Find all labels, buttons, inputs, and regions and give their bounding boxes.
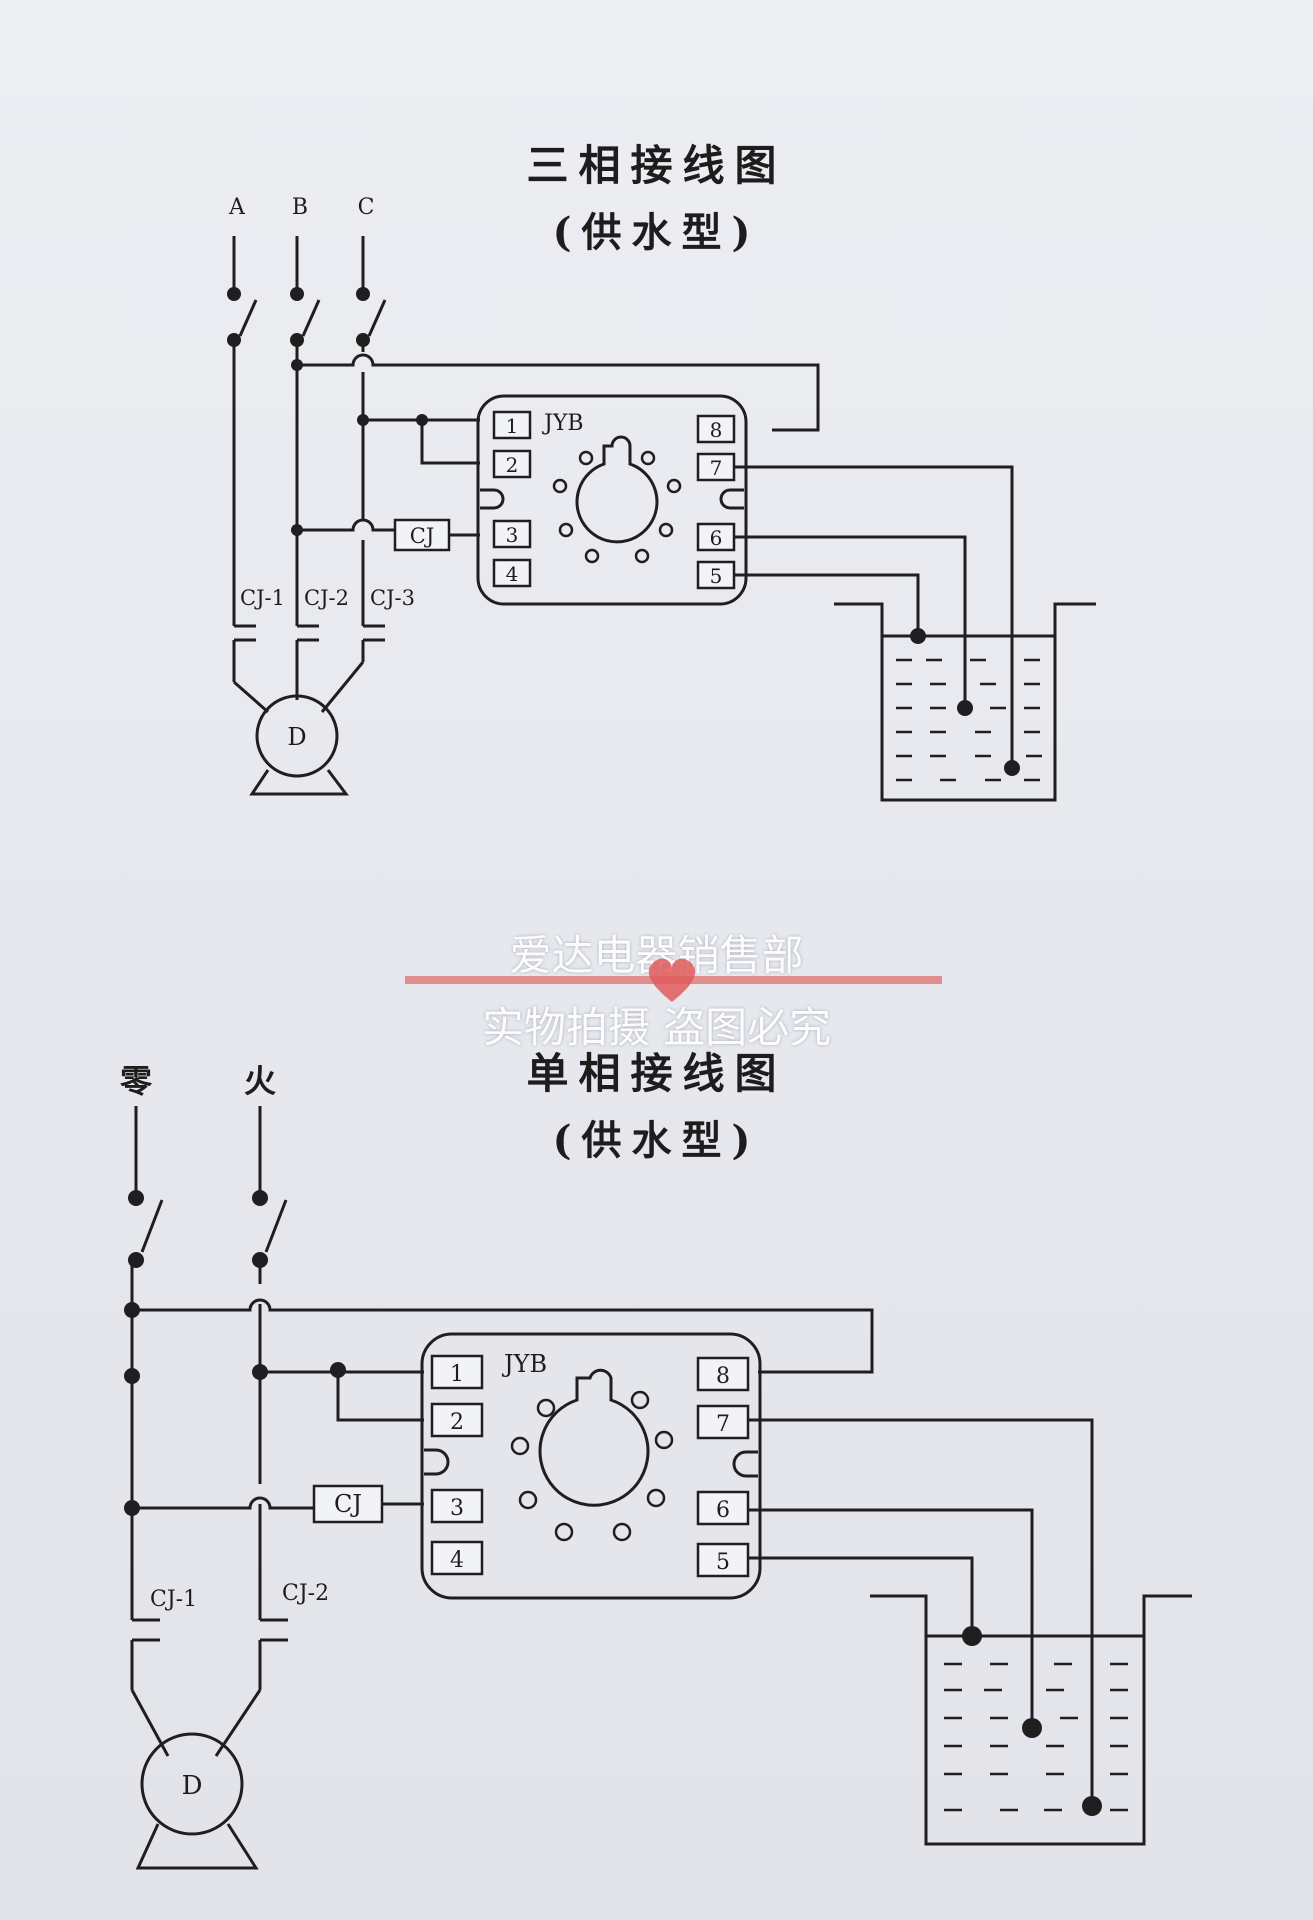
single-pin-1: 1 (450, 1362, 464, 1387)
single-probe-mid (1022, 1718, 1042, 1738)
single-phase-relay: JYB 1 2 3 4 8 7 6 5 (420, 1332, 762, 1600)
pin-5: 5 (710, 564, 723, 588)
contact-label-cj3: CJ-3 (370, 586, 415, 610)
three-phase-subtitle: (供水型) (552, 209, 761, 256)
probe-high (910, 628, 926, 644)
single-pin-3: 3 (450, 1496, 464, 1521)
single-phase-diagram: 零 火 (120, 1062, 1192, 1870)
three-phase-relay: JYB 1 2 3 4 8 7 6 5 (476, 394, 748, 606)
single-contact-label-cj2: CJ-2 (282, 1581, 329, 1606)
phase-label-c: C (358, 195, 375, 220)
neutral-label: 零 (120, 1062, 153, 1100)
single-phase-motor-label: D (182, 1771, 203, 1801)
probe-mid (957, 700, 973, 716)
three-phase-water-tank (834, 602, 1096, 802)
watermark-bar (405, 958, 942, 1002)
three-phase-relay-label: JYB (542, 411, 584, 436)
phase-label-a: A (228, 195, 246, 220)
probe-low (1004, 760, 1020, 776)
three-phase-motor-label: D (287, 723, 306, 751)
single-phase-motor: D (135, 1732, 259, 1870)
three-phase-motor: D (249, 694, 349, 796)
single-phase-title: 单相接线图 (526, 1049, 787, 1098)
single-pin-5: 5 (716, 1550, 730, 1575)
pin-2: 2 (506, 453, 519, 477)
single-phase-contacts (130, 1618, 288, 1757)
single-pin-6: 6 (716, 1498, 730, 1523)
single-phase-main-switch (128, 1106, 288, 1268)
heart-icon (648, 958, 696, 1002)
pin-4: 4 (506, 562, 519, 586)
single-phase-cj-label: CJ (334, 1490, 362, 1518)
single-pin-4: 4 (450, 1548, 464, 1573)
pin-7: 7 (710, 456, 723, 480)
single-probe-low (1082, 1796, 1102, 1816)
live-label: 火 (244, 1062, 276, 1100)
contact-label-cj1: CJ-1 (240, 586, 285, 610)
three-phase-title: 三相接线图 (526, 141, 787, 190)
single-phase-water-tank (870, 1594, 1192, 1846)
single-pin-2: 2 (450, 1410, 464, 1435)
single-phase-relay-label: JYB (501, 1350, 547, 1378)
single-contact-label-cj1: CJ-1 (150, 1587, 197, 1612)
contact-label-cj2: CJ-2 (304, 586, 349, 610)
single-pin-7: 7 (716, 1412, 730, 1437)
pin-8: 8 (710, 418, 723, 442)
pin-6: 6 (710, 526, 723, 550)
contactor-main-contacts (232, 624, 385, 714)
single-phase-subtitle: (供水型) (552, 1117, 761, 1164)
pin-3: 3 (506, 523, 519, 547)
main-switch (227, 236, 387, 347)
phase-label-b: B (292, 195, 308, 220)
single-probe-high (962, 1626, 982, 1646)
watermark-line2: 实物拍摄 盗图必究 (481, 1003, 832, 1052)
three-phase-cj-label: CJ (410, 524, 435, 548)
single-pin-8: 8 (716, 1364, 730, 1389)
three-phase-diagram: A B C (227, 195, 1096, 802)
pin-1: 1 (506, 414, 519, 438)
